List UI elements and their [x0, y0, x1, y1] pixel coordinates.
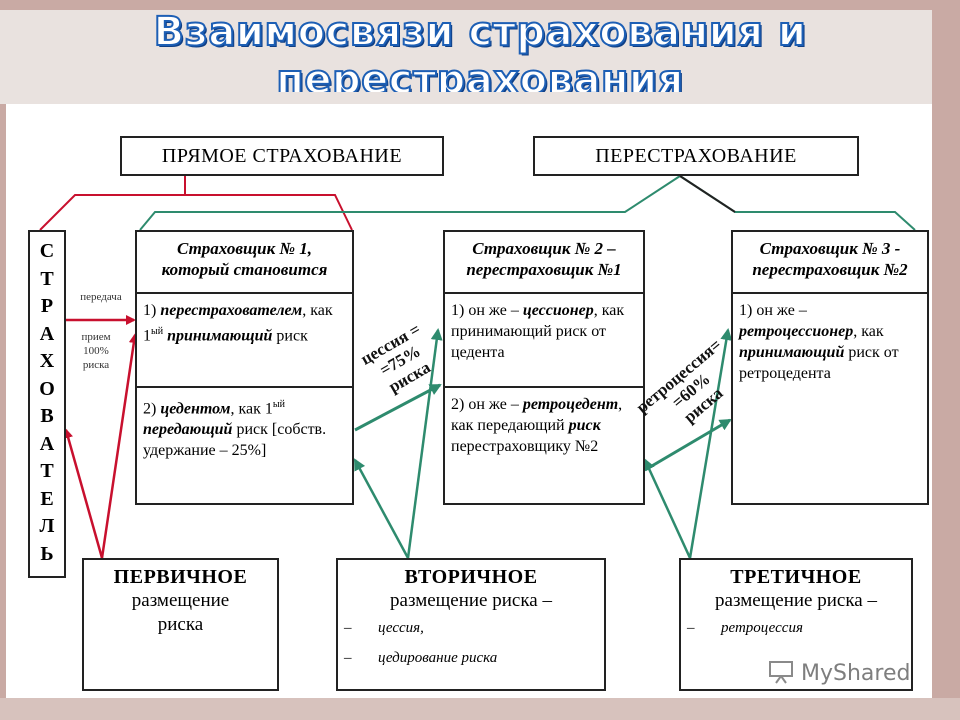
- policyholder-letter: А: [39, 322, 55, 345]
- logo-text: MyShared: [801, 661, 911, 686]
- accept-label: прием 100% риска: [81, 331, 111, 371]
- insurer2-role1-em: цессионер: [522, 302, 594, 319]
- insurer3-title: Страховщик № 3 - перестраховщик №2: [733, 232, 927, 294]
- tertiary-arrow-left: [643, 458, 692, 559]
- insurer2-role2-em2: риск: [568, 417, 601, 434]
- insurer3-role1-em2: принимающий: [739, 344, 845, 361]
- insurer1-role1-text: , как 1: [143, 302, 333, 345]
- insurer3-role1-num: 1) он же –: [739, 302, 807, 319]
- tertiary-placement-sub: размещение риска –: [715, 590, 877, 611]
- insurer3-role1-text2: риск от ретроцедента: [739, 344, 899, 382]
- insurer2-role1-text: , как принимающий риск от цедента: [451, 302, 625, 361]
- policyholder-letter: Т: [40, 460, 54, 482]
- policyholder-letter: Л: [39, 515, 55, 537]
- transfer-label: передача: [80, 291, 122, 303]
- insurer1-role2-text: , как 1: [230, 400, 273, 418]
- insurer2-role2-text2: перестраховщику №2: [451, 438, 599, 455]
- insurer1-role2: 2) цедентом, как 1ый передающий риск [со…: [137, 388, 352, 467]
- insurer3-role1-text: , как: [853, 323, 884, 340]
- insurer1-role2-sup: ый: [272, 399, 285, 410]
- insurer1-role1-num: 1): [143, 302, 161, 319]
- insurer2-role2-text: , как передающий: [451, 396, 623, 434]
- list-item: –ретроцессия: [687, 620, 803, 636]
- insurer1-role1-sup: ый: [151, 326, 164, 337]
- secondary-placement-sub: размещение риска –: [390, 590, 552, 611]
- insurer1-title: Страховщик № 1, который становится: [137, 232, 352, 294]
- insurer3-box: Страховщик № 3 - перестраховщик №2 1) он…: [731, 230, 929, 505]
- insurer1-role2-em2: передающий: [143, 421, 233, 439]
- policyholder-letter: В: [40, 405, 54, 427]
- secondary-arrow-left: [353, 458, 410, 559]
- primary-arrow-right: [100, 333, 139, 559]
- frame-bottom: [0, 698, 960, 720]
- title-band: [0, 10, 932, 104]
- presentation-board-icon: [769, 661, 793, 684]
- insurer1-role1-em: перестрахователем: [160, 302, 303, 319]
- secondary-item-1: цессия,: [378, 620, 424, 636]
- primary-arrow-left: [63, 428, 104, 559]
- primary-placement-sub: размещение риска: [131, 590, 230, 635]
- policyholder-letter: А: [39, 432, 55, 455]
- secondary-placement-title: ВТОРИЧНОЕ: [404, 566, 538, 588]
- myshared-logo: MyShared: [768, 660, 910, 686]
- frame-right: [932, 0, 960, 720]
- cession-arrow: [354, 383, 442, 432]
- insurer1-role1-text2: риск: [276, 327, 308, 345]
- secondary-arrow-right: [406, 328, 443, 559]
- secondary-placement-box: ВТОРИЧНОЕ размещение риска – –цессия, –ц…: [336, 558, 606, 691]
- policyholder-letter: Ь: [40, 542, 54, 565]
- insurer2-box: Страховщик № 2 – перестраховщик №1 1) он…: [443, 230, 645, 505]
- insurer2-role2-num: 2) он же –: [451, 396, 523, 413]
- reinsurance-label: ПЕРЕСТРАХОВАНИЕ: [595, 144, 797, 167]
- insurer2-title: Страховщик № 2 – перестраховщик №1: [445, 232, 643, 294]
- insurer3-role1: 1) он же – ретроцессионер, как принимающ…: [733, 294, 927, 390]
- secondary-placement-list: –цессия, –цедирование риска: [338, 613, 604, 673]
- primary-placement-title: ПЕРВИЧНОЕ: [113, 566, 248, 588]
- insurer2-role1-num: 1) он же –: [451, 302, 523, 319]
- tertiary-arrow-right: [688, 328, 733, 559]
- policyholder-letter: С: [39, 240, 55, 262]
- insurer1-role2-em: цедентом: [160, 400, 231, 418]
- retro-arrow: [644, 418, 732, 472]
- list-item: –цедирование риска: [344, 650, 498, 666]
- list-item: –цессия,: [344, 620, 424, 636]
- insurer2-role1: 1) он же – цессионер, как принимающий ри…: [445, 294, 643, 388]
- tertiary-item-1: ретроцессия: [721, 620, 803, 636]
- insurer1-role2-num: 2): [143, 400, 161, 418]
- title-line1: Взаимосвязи страхования и: [153, 8, 807, 56]
- insurer2-role2: 2) он же – ретроцедент, как передающий р…: [445, 388, 643, 463]
- insurer1-role2-text2: риск [собств. удержание – 25%]: [143, 421, 327, 460]
- insurer2-role2-em: ретроцедент: [522, 396, 619, 413]
- title-line2: перестрахования: [275, 56, 684, 92]
- insurer1-role1-em2: принимающий: [167, 327, 273, 345]
- insurer3-role1-em: ретроцессионер: [739, 323, 854, 340]
- tertiary-placement-list: –ретроцессия: [681, 613, 911, 643]
- insurer1-box: Страховщик № 1, который становится 1) пе…: [135, 230, 354, 505]
- policyholder-letter: Е: [40, 487, 54, 510]
- direct-insurance-label: ПРЯМОЕ СТРАХОВАНИЕ: [161, 144, 403, 167]
- policyholder-letter: О: [39, 377, 55, 400]
- direct-insurance-header: ПРЯМОЕ СТРАХОВАНИЕ: [120, 136, 444, 176]
- slide-title: Взаимосвязи страхования и перестраховани…: [0, 8, 960, 92]
- reinsurance-header: ПЕРЕСТРАХОВАНИЕ: [533, 136, 859, 176]
- reins-bracket-stem: [679, 175, 736, 213]
- policyholder-letter: Р: [40, 295, 54, 317]
- tertiary-placement-title: ТРЕТИЧНОЕ: [730, 566, 862, 588]
- insurer1-role1: 1) перестрахователем, как 1ый принимающи…: [137, 294, 352, 388]
- frame-left: [0, 0, 6, 720]
- secondary-item-2: цедирование риска: [378, 650, 498, 666]
- policyholder-letter: Х: [39, 350, 55, 372]
- tertiary-placement-box: ТРЕТИЧНОЕ размещение риска – –ретроцесси…: [679, 558, 913, 691]
- reins-bracket-line: [139, 174, 916, 231]
- frame-top: [0, 0, 960, 10]
- policyholder-letter: Т: [40, 267, 54, 290]
- primary-placement-box: ПЕРВИЧНОЕ размещение риска: [82, 558, 279, 691]
